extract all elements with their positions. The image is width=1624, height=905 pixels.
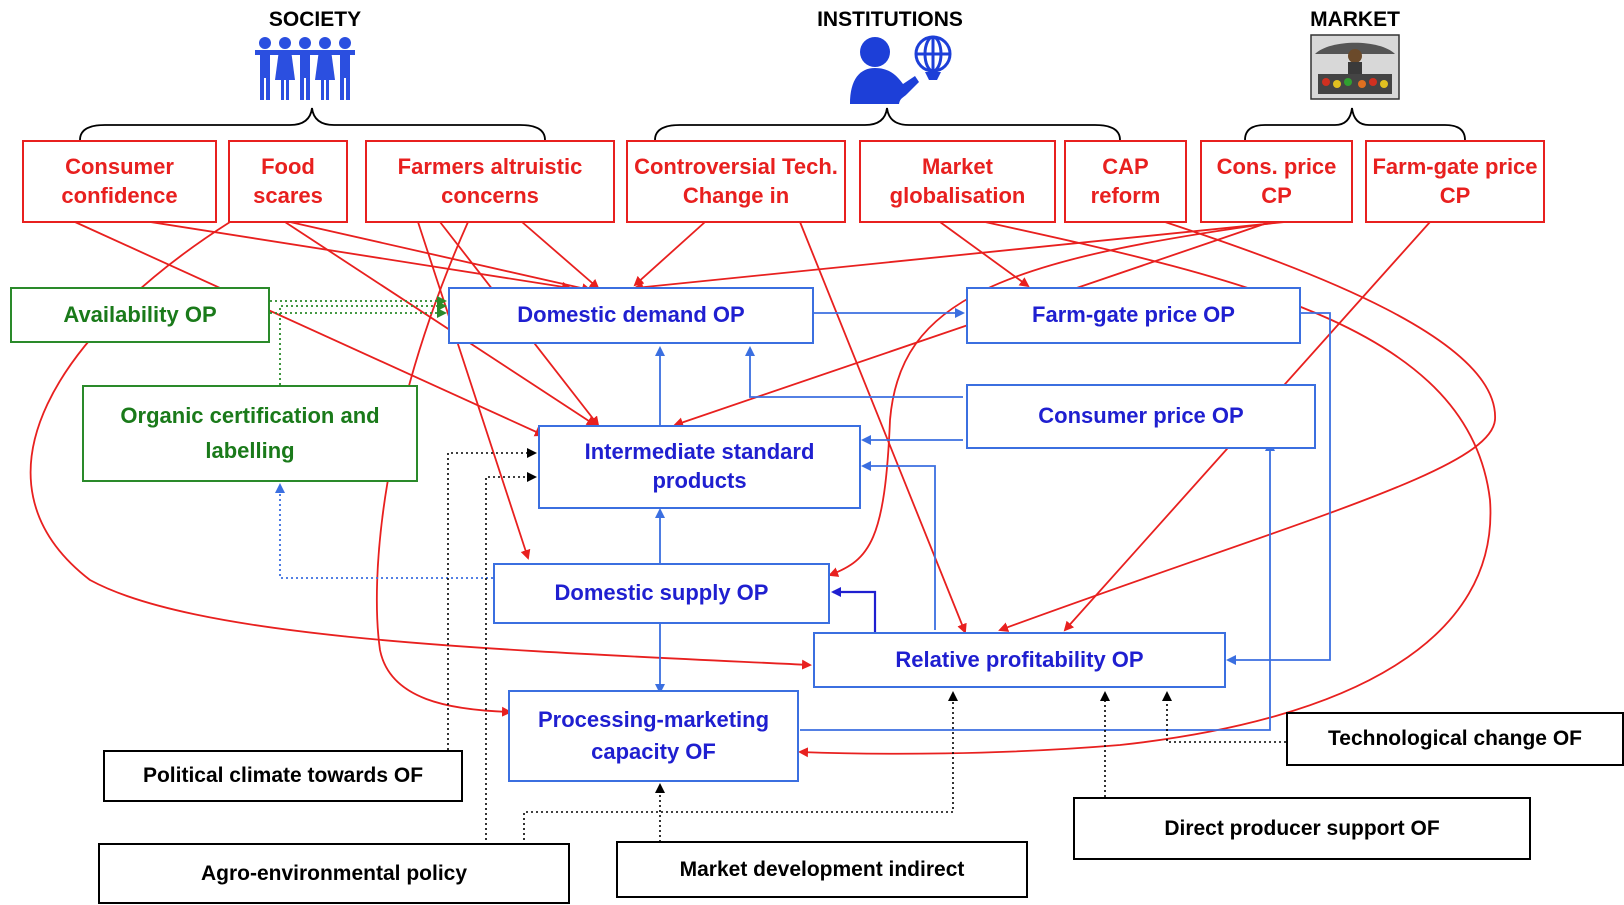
link-farmers-altruistic-demand <box>521 221 600 290</box>
link-cons-price-cp-supply <box>828 221 1281 577</box>
link-consumer-confidence-intermediate <box>74 221 545 437</box>
link-certification-demand <box>279 301 447 385</box>
link-consumer-confidence-demand <box>124 217 572 292</box>
link-farmers-altruistic-supply <box>417 221 531 560</box>
market-stall-icon <box>1310 34 1400 100</box>
people-group-icon <box>255 37 355 100</box>
cons-price-cp-box: Cons. price CP <box>1200 140 1353 223</box>
intermediate-standard-products-label: Intermediate standard products <box>584 439 815 493</box>
political-climate-box: Political climate towards OF <box>103 750 463 802</box>
organic-certification-label: Organic certification and labelling <box>120 403 380 463</box>
intermediate-standard-products-box: Intermediate standard products <box>538 425 861 509</box>
link-food-scares-demand <box>289 221 592 294</box>
cap-reform-box: CAP reform <box>1064 140 1187 223</box>
farm-gate-price-cp-box: Farm-gate price CP <box>1365 140 1545 223</box>
food-scares-box: Food scares <box>228 140 348 223</box>
controversial-tech-box: Controversial Tech. Change in <box>626 140 846 223</box>
agro-environmental-policy-box: Agro-environmental policy <box>98 843 570 904</box>
link-supply-certification <box>275 483 493 579</box>
green-links <box>270 296 447 385</box>
cap-reform-label: CAP reform <box>1090 153 1161 208</box>
market-development-label: Market development indirect <box>679 857 965 881</box>
link-controversial-tech-demand <box>633 221 706 287</box>
farm-gate-price-cp-label: Farm-gate price CP <box>1372 153 1538 208</box>
link-political-climate-intermediate <box>447 448 537 750</box>
organic-certification-box: Organic certification and labelling <box>82 385 418 482</box>
blue-links <box>275 308 1331 731</box>
domestic-demand-op-box: Domestic demand OP <box>448 287 814 344</box>
link-relative-profitability-supply <box>831 587 877 633</box>
farm-gate-price-op-label: Farm-gate price OP <box>1032 302 1235 328</box>
direct-producer-support-label: Direct producer support OF <box>1164 816 1440 840</box>
processing-marketing-capacity-label: Processing-marketing capacity OF <box>537 707 770 764</box>
link-agro-environmental-intermediate <box>485 472 537 845</box>
market-globalisation-box: Market globalisation <box>859 140 1056 223</box>
link-farm-gate-relative-profitability <box>1226 312 1331 665</box>
link-agro-environmental-relative-profitability <box>523 691 958 845</box>
person-globe-icon <box>850 35 952 104</box>
consumer-price-op-box: Consumer price OP <box>966 384 1316 449</box>
farm-gate-price-op-box: Farm-gate price OP <box>966 287 1301 344</box>
dark-blue-links <box>831 587 877 633</box>
consumer-confidence-label: Consumer confidence <box>61 153 178 208</box>
technological-change-box: Technological change OF <box>1286 712 1624 766</box>
consumer-confidence-box: Consumer confidence <box>22 140 217 223</box>
relative-profitability-op-label: Relative profitability OP <box>895 646 1144 672</box>
cons-price-cp-label: Cons. price CP <box>1216 153 1337 208</box>
direct-producer-support-box: Direct producer support OF <box>1073 797 1531 860</box>
market-development-box: Market development indirect <box>616 841 1028 898</box>
market-title: MARKET <box>1310 8 1400 31</box>
link-food-scares-intermediate <box>284 221 597 427</box>
consumer-price-op-label: Consumer price OP <box>1038 403 1244 429</box>
technological-change-label: Technological change OF <box>1328 727 1582 751</box>
farmers-altruistic-label: Farmers altruistic concerns <box>397 153 583 208</box>
domestic-supply-op-box: Domestic supply OP <box>493 563 830 624</box>
farmers-altruistic-box: Farmers altruistic concerns <box>365 140 615 223</box>
processing-marketing-capacity-box: Processing-marketing capacity OF <box>508 690 799 782</box>
link-consumer-price-demand <box>745 346 963 398</box>
link-farmers-altruistic-processing <box>375 221 512 717</box>
link-cons-price-cp-demand <box>633 221 1286 293</box>
link-processing-consumer-price <box>800 441 1275 731</box>
link-market-globalisation-farm-gate <box>939 221 1030 288</box>
food-scares-label: Food scares <box>253 153 323 208</box>
market-globalisation-label: Market globalisation <box>889 153 1026 208</box>
availability-op-label: Availability OP <box>63 301 217 327</box>
agro-environmental-policy-label: Agro-environmental policy <box>200 861 468 885</box>
domestic-supply-op-label: Domestic supply OP <box>554 580 769 606</box>
institutions-title: INSTITUTIONS <box>817 8 963 31</box>
link-relative-profitability-intermediate <box>861 461 936 630</box>
controversial-tech-label: Controversial Tech. Change in <box>634 153 838 208</box>
institutions-brace <box>654 107 1121 141</box>
policy-links <box>447 448 1286 845</box>
political-climate-label: Political climate towards OF <box>142 764 424 788</box>
relative-profitability-op-box: Relative profitability OP <box>813 632 1226 688</box>
society-brace <box>79 107 546 141</box>
link-technological-change-relative-profitability <box>1162 691 1286 743</box>
market-brace <box>1244 107 1466 141</box>
link-controversial-tech-relative-profitability <box>799 221 967 634</box>
domestic-demand-op-label: Domestic demand OP <box>517 302 745 328</box>
link-food-scares-relative-profitability <box>29 221 812 670</box>
red-links <box>29 217 1496 758</box>
society-title: SOCIETY <box>268 8 362 31</box>
availability-op-box: Availability OP <box>10 287 270 343</box>
link-cap-reform-relative-profitability <box>998 221 1496 632</box>
